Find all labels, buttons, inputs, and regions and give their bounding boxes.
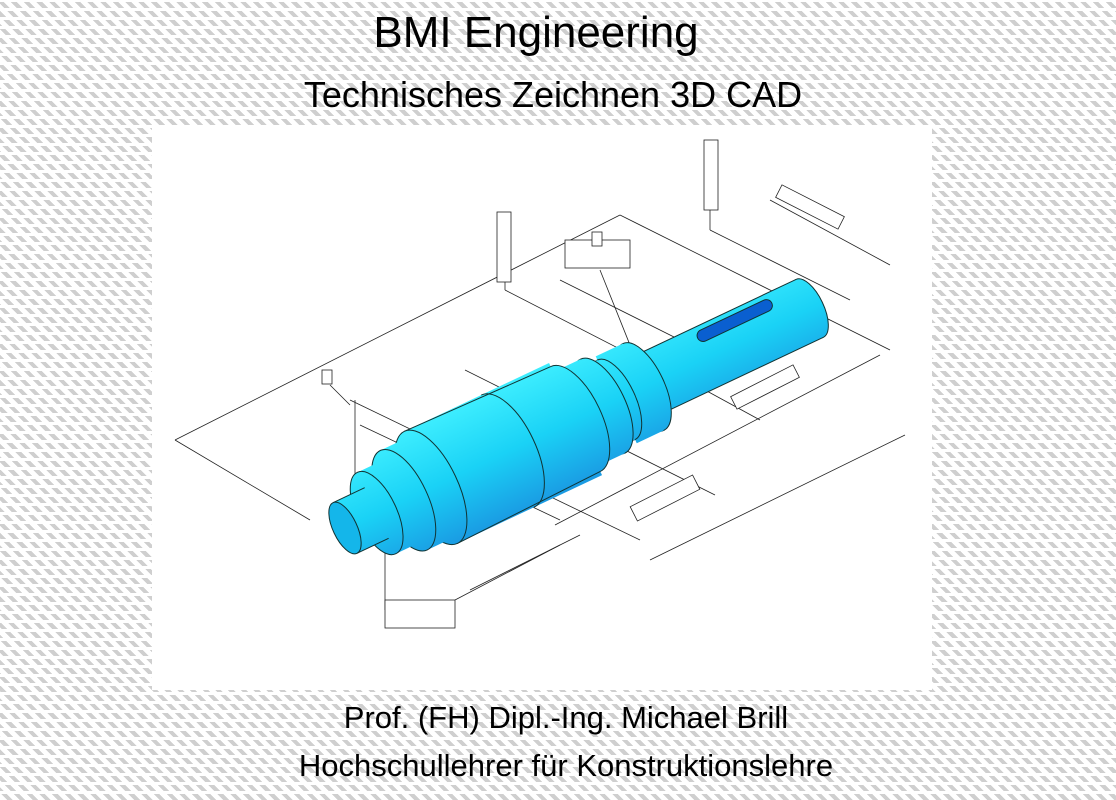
page-subtitle: Technisches Zeichnen 3D CAD [303, 74, 803, 115]
keyway [696, 299, 773, 343]
tolerance-frames [321, 139, 845, 629]
page-title: BMI Engineering [373, 8, 699, 57]
author-role: Hochschullehrer für Konstruktionslehre [298, 748, 834, 783]
shaft-end-face [328, 501, 362, 555]
author-name: Prof. (FH) Dipl.-Ing. Michael Brill [343, 700, 789, 735]
shaft [328, 278, 829, 556]
